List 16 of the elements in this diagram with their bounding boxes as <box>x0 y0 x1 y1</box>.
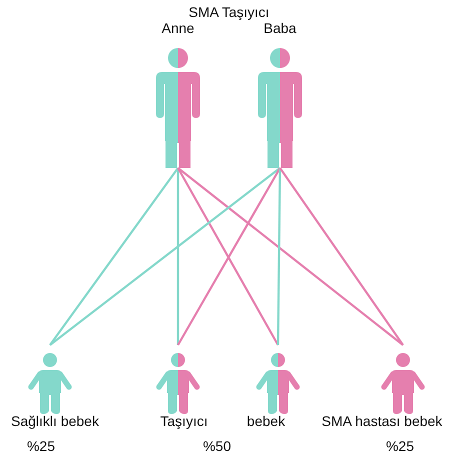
percentage-label: %25 <box>26 438 56 454</box>
person-label: Baba <box>264 20 296 36</box>
person-label: Sağlıklı bebek <box>11 413 99 429</box>
person-label: SMA hastası bebek <box>322 413 442 429</box>
connector-line <box>177 167 404 346</box>
connector-line <box>49 167 281 346</box>
diagram-title: SMA Taşıyıcı <box>188 4 270 20</box>
connector-line <box>176 168 180 345</box>
connector-line <box>279 167 404 346</box>
connector-line <box>276 168 282 346</box>
person-label: Taşıyıcı <box>160 413 208 429</box>
connector-line <box>49 167 179 346</box>
person-label: bebek <box>246 413 286 429</box>
person-label: Anne <box>162 20 194 36</box>
percentage-label: %25 <box>386 438 414 454</box>
percentage-label: %50 <box>202 438 232 454</box>
